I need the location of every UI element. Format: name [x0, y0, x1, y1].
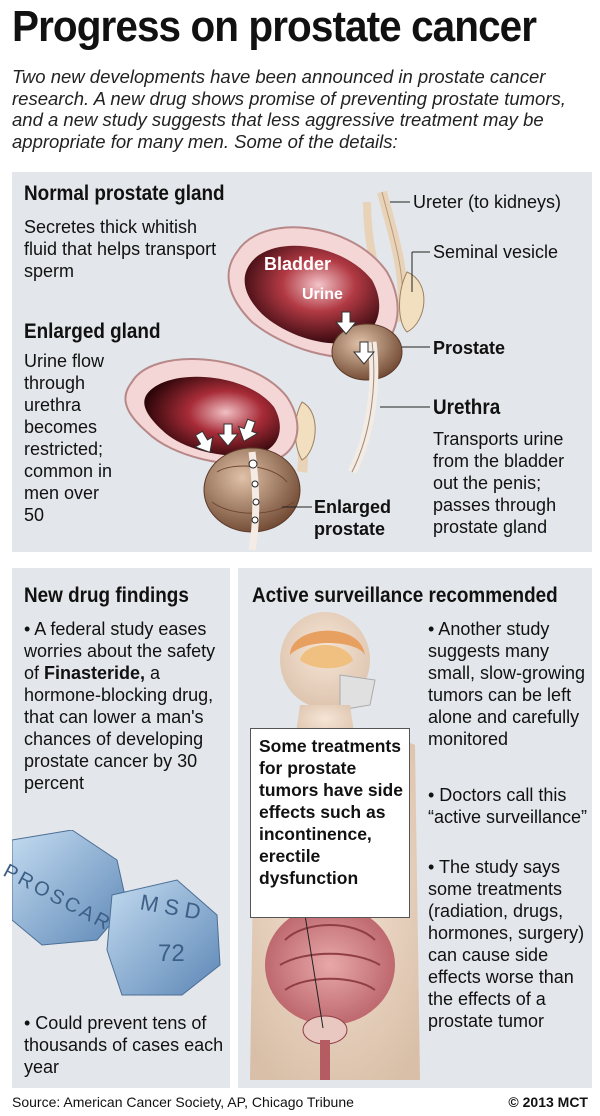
- normal-text: Secretes thick whitish fluid that helps …: [24, 217, 217, 281]
- enlarged-heading: Enlarged gland: [24, 320, 161, 343]
- pill-imprint-2-bottom: 72: [158, 940, 185, 967]
- source-line: Source: American Cancer Society, AP, Chi…: [12, 1094, 354, 1110]
- urethra-text: Transports urine from the bladder out th…: [433, 429, 565, 537]
- surveillance-heading: Active surveillance recommended: [252, 584, 558, 607]
- drug-heading: New drug findings: [24, 584, 189, 607]
- enlarged-text: Urine flow through urethra becomes restr…: [24, 351, 113, 525]
- bladder-label: Bladder: [264, 254, 332, 274]
- surveillance-bullet-1: • Another study suggests many small, slo…: [428, 619, 586, 749]
- drug-bullet-1: • A federal study eases worries about th…: [24, 619, 216, 793]
- ureter-label: Ureter (to kidneys): [413, 192, 562, 212]
- pills-illustration: [12, 830, 221, 996]
- credit-line: © 2013 MCT: [508, 1094, 588, 1110]
- enlarged-prostate-label: Enlarged prostate: [314, 497, 392, 539]
- drug-bullet-2: • Could prevent tens of thousands of cas…: [24, 1013, 224, 1077]
- intro-text: Two new developments have been announced…: [12, 66, 566, 152]
- surveillance-bullet-3: • The study says some treatments (radiat…: [428, 857, 585, 1031]
- prostate-label: Prostate: [433, 338, 506, 358]
- drug-panel: [12, 568, 230, 1088]
- page-title: Progress on prostate cancer: [12, 2, 537, 51]
- seminal-vesicle-label: Seminal vesicle: [433, 242, 559, 262]
- urethra-label: Urethra: [433, 396, 501, 419]
- normal-heading: Normal prostate gland: [24, 182, 225, 205]
- anatomy-illustration: [124, 190, 430, 551]
- urine-label: Urine: [302, 286, 343, 303]
- side-effects-callout: Some treatments for prostate tumors have…: [250, 728, 410, 918]
- surveillance-bullet-2: • Doctors call this “active surveillance…: [428, 785, 588, 827]
